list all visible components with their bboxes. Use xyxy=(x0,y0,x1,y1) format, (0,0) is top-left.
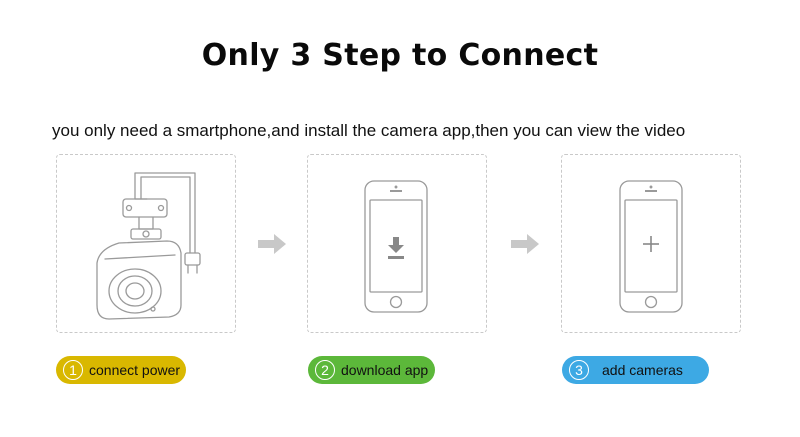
step-1-number: 1 xyxy=(63,360,83,380)
step-1-label: connect power xyxy=(89,362,181,378)
security-camera-with-plug-icon xyxy=(96,172,201,320)
step-2-badge: 2 download app xyxy=(308,356,435,384)
step-3-label: add cameras xyxy=(602,362,683,378)
step-1-badge: 1 connect power xyxy=(56,356,186,384)
step-3-panel xyxy=(561,154,741,333)
right-arrow-icon xyxy=(511,234,539,254)
step-2-panel xyxy=(307,154,487,333)
step-3-number: 3 xyxy=(569,360,589,380)
step-2-number: 2 xyxy=(315,360,335,380)
page-title: Only 3 Step to Connect xyxy=(201,38,599,73)
step-2-label: download app xyxy=(341,362,429,378)
step-1-panel xyxy=(56,154,236,333)
right-arrow-icon xyxy=(258,234,286,254)
phone-plus-icon xyxy=(619,180,683,313)
page-subtitle: you only need a smartphone,and install t… xyxy=(52,121,686,140)
step-3-badge: 3 add cameras xyxy=(562,356,709,384)
phone-download-icon xyxy=(364,180,428,313)
